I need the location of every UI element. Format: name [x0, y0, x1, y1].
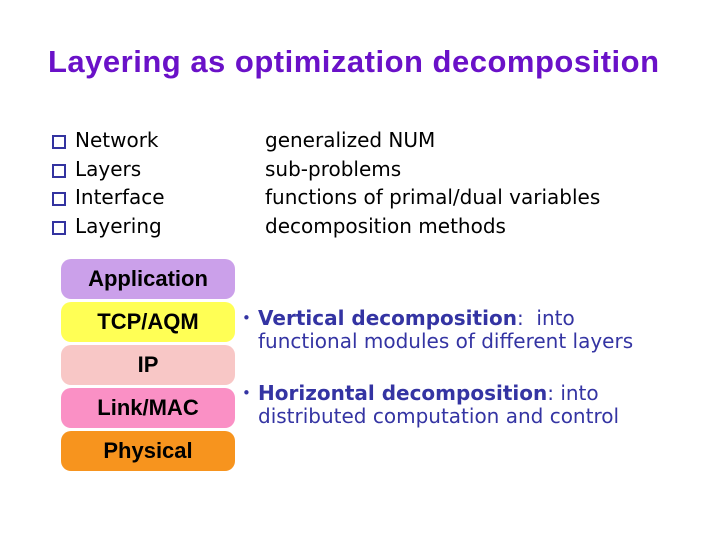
bullet-dot-icon: •: [242, 384, 251, 402]
bullet-dot-icon: •: [242, 309, 251, 327]
definition-text: functions of primal/dual variables: [265, 185, 601, 209]
note-item-vertical: • Vertical decomposition: into functiona…: [242, 307, 702, 353]
stack-layer-link-mac: Link/MAC: [61, 388, 235, 428]
square-bullet-icon: [52, 164, 66, 178]
page-title: Layering as optimization decomposition: [48, 44, 660, 79]
note-lead: Vertical decomposition: [258, 306, 517, 330]
stack-layer-physical: Physical: [61, 431, 235, 471]
stack-layer-application: Application: [61, 259, 235, 299]
term-label: Layers: [75, 157, 142, 181]
protocol-stack: Application TCP/AQM IP Link/MAC Physical: [61, 259, 235, 471]
term-label: Network: [75, 128, 159, 152]
definition-row: Layering decomposition methods: [50, 214, 695, 242]
square-bullet-icon: [52, 135, 66, 149]
note-lead: Horizontal decomposition: [258, 381, 548, 405]
note-text: Horizontal decomposition: into distribut…: [258, 382, 702, 428]
square-bullet-icon: [52, 192, 66, 206]
square-bullet-icon: [52, 221, 66, 235]
note-line2: functional modules of different layers: [258, 329, 634, 353]
term-label: Interface: [75, 185, 165, 209]
note-line2: distributed computation and control: [258, 404, 620, 428]
note-lead-rest: : into: [547, 381, 599, 405]
definition-text: generalized NUM: [265, 128, 436, 152]
stack-layer-tcp-aqm: TCP/AQM: [61, 302, 235, 342]
definition-row: Layers sub-problems: [50, 157, 695, 185]
definition-row: Interface functions of primal/dual varia…: [50, 185, 695, 213]
note-item-horizontal: • Horizontal decomposition: into distrib…: [242, 382, 702, 428]
definition-text: decomposition methods: [265, 214, 506, 238]
note-text: Vertical decomposition: into functional …: [258, 307, 702, 353]
definition-text: sub-problems: [265, 157, 402, 181]
term-label: Layering: [75, 214, 162, 238]
stack-layer-ip: IP: [61, 345, 235, 385]
definition-row: Network generalized NUM: [50, 128, 695, 156]
note-lead-rest: : into: [516, 306, 575, 330]
